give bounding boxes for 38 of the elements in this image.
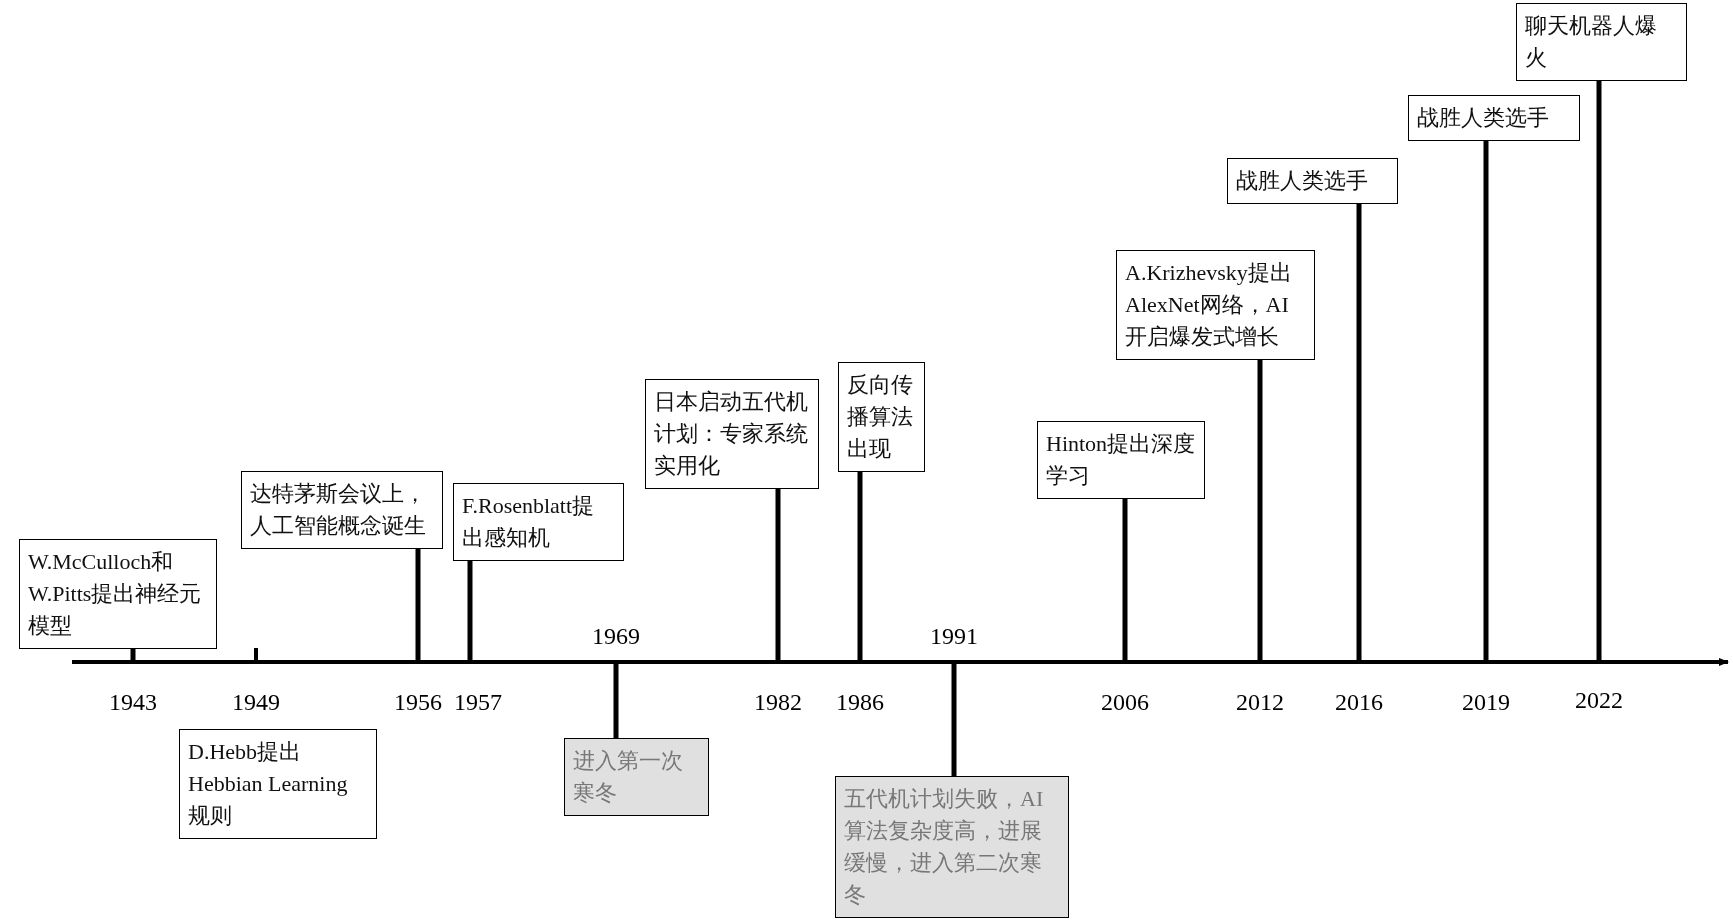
- leader-line: [1257, 360, 1263, 662]
- event-box: F.Rosenblatt提出感知机: [453, 483, 624, 561]
- event-box: 战胜人类选手: [1408, 95, 1580, 141]
- year-label: 2012: [1236, 688, 1284, 716]
- event-box: 战胜人类选手: [1227, 158, 1398, 204]
- leader-line: [467, 561, 473, 662]
- year-label: 2019: [1462, 688, 1510, 716]
- leader-line: [857, 472, 863, 662]
- event-box: 达特茅斯会议上，人工智能概念诞生: [241, 471, 443, 549]
- year-label: 1969: [592, 622, 640, 650]
- event-box: Hinton提出深度学习: [1037, 421, 1205, 499]
- year-label: 2022: [1575, 686, 1623, 714]
- leader-line: [1122, 499, 1128, 662]
- event-box: D.Hebb提出Hebbian Learning规则: [179, 729, 377, 839]
- event-box: A.Krizhevsky提出AlexNet网络，AI开启爆发式增长: [1116, 250, 1315, 360]
- leader-line: [951, 662, 957, 776]
- year-label: 1986: [836, 688, 884, 716]
- year-label: 2016: [1335, 688, 1383, 716]
- event-box: 聊天机器人爆火: [1516, 3, 1687, 81]
- leader-line: [613, 662, 619, 738]
- leader-line: [130, 649, 136, 662]
- leader-line: [1596, 81, 1602, 662]
- event-box: 反向传播算法出现: [838, 362, 925, 472]
- year-label: 1991: [930, 622, 978, 650]
- leader-line: [415, 549, 421, 662]
- year-label: 1982: [754, 688, 802, 716]
- leader-line: [1483, 141, 1489, 662]
- year-label: 2006: [1101, 688, 1149, 716]
- event-box: W.McCulloch和W.Pitts提出神经元模型: [19, 539, 217, 649]
- event-box: 进入第一次寒冬: [564, 738, 709, 816]
- event-box: 日本启动五代机计划：专家系统实用化: [645, 379, 819, 489]
- leader-line: [775, 489, 781, 662]
- year-label: 1957: [454, 688, 502, 716]
- year-label: 1943: [109, 688, 157, 716]
- leader-line: [1356, 204, 1362, 662]
- year-label: 1949: [232, 688, 280, 716]
- event-box: 五代机计划失败，AI算法复杂度高，进展缓慢，进入第二次寒冬: [835, 776, 1069, 918]
- year-label: 1956: [394, 688, 442, 716]
